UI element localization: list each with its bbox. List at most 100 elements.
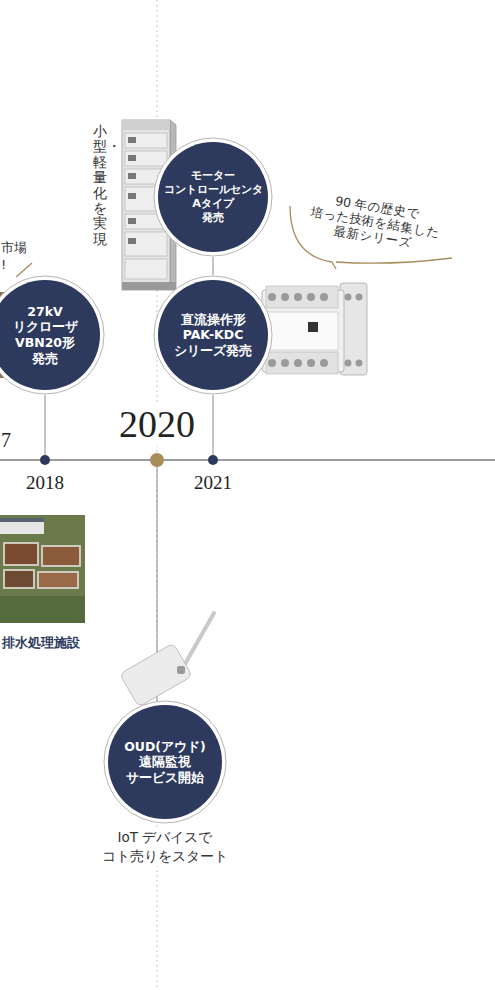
text-line: 排水処理施設 — [2, 634, 80, 652]
timeline-label: 小型・軽量化を実現 — [93, 124, 107, 247]
facility-photo-part — [0, 515, 85, 623]
contactor-photo-part — [281, 359, 289, 367]
accent-slash — [16, 263, 32, 277]
contactor-photo-part — [308, 322, 318, 332]
circle-fill — [158, 142, 268, 252]
circle-ring — [104, 701, 226, 823]
text-line: PAK-KDC — [174, 327, 252, 343]
device-photo-part — [120, 643, 193, 707]
text-line: OUD(アウド) — [124, 739, 206, 755]
contactor-photo-part — [268, 293, 276, 301]
circle-ring — [154, 138, 272, 256]
leader-line — [213, 395, 214, 460]
timeline-dot — [40, 455, 50, 465]
text-line: サービス開始 — [124, 770, 206, 786]
timeline-label: 7 — [1, 429, 11, 452]
contactor-photo-part — [356, 360, 363, 367]
leader-line — [45, 395, 46, 460]
text-line: リクローザ — [13, 319, 78, 335]
milestone-text: 27kV リクローザ VBN20形 発売 — [13, 304, 78, 367]
milestone-text: 直流操作形 PAK-KDC シリーズ発売 — [174, 312, 252, 359]
cabinet-photo-part — [128, 238, 136, 244]
contactor-photo-part — [356, 294, 363, 301]
facility-photo-part — [38, 572, 78, 588]
text-line: 発売 — [164, 211, 263, 225]
facility-photo-part — [0, 518, 44, 534]
contactor-photo-part — [266, 312, 338, 350]
circle-fill — [0, 280, 100, 390]
milestone-text: OUD(アウド) 遠隔監視 サービス開始 — [124, 739, 206, 786]
circle-fill — [158, 280, 268, 390]
timeline-label: 2021 — [194, 472, 232, 494]
facility-photo-part — [0, 596, 85, 623]
cabinet-photo-part — [128, 193, 136, 199]
text-line: コト売りをスタート — [102, 847, 228, 866]
text-line: 遠隔監視 — [124, 754, 206, 770]
text-line: IoT デバイスで — [102, 828, 228, 847]
text-line: 直流操作形 — [174, 312, 252, 328]
timeline-label: 90 年の歴史で 培った技術を結集した 最新シリーズ — [307, 190, 442, 255]
text-line: コントロールセンタ — [164, 183, 263, 197]
contactor-photo — [262, 283, 367, 375]
text-line: 27kV — [13, 304, 78, 320]
timeline-dot — [208, 455, 218, 465]
contactor-photo-part — [345, 294, 352, 301]
contactor-photo-part — [294, 359, 302, 367]
text-line: Aタイプ — [164, 197, 263, 211]
contactor-photo-part — [320, 359, 328, 367]
timeline-label: 排水処理施設 — [2, 634, 80, 652]
contactor-photo-part — [268, 359, 276, 367]
device-photo-part — [181, 613, 214, 671]
text-line: VBN20形 — [13, 335, 78, 351]
cabinet-photo-part — [128, 155, 136, 161]
milestone-circle: 直流操作形 PAK-KDC シリーズ発売 — [153, 275, 273, 395]
cabinet-photo-part — [125, 232, 167, 256]
circle-ring — [154, 276, 272, 394]
timeline-label: 2018 — [26, 472, 64, 494]
cabinet-photo-part — [125, 133, 167, 148]
facility-photo-part — [4, 570, 34, 588]
milestone-circle: OUD(アウド) 遠隔監視 サービス開始 — [103, 700, 227, 824]
cabinet-photo-part — [122, 120, 170, 130]
contactor-photo-part — [266, 352, 338, 374]
text-line: 発売 — [13, 351, 78, 367]
text-line: 市場 — [1, 240, 27, 257]
timeline-label: 2020 — [115, 402, 199, 446]
timeline-dot — [150, 453, 164, 467]
text-line: 2020 — [119, 402, 195, 446]
contactor-photo-part — [266, 286, 338, 308]
cabinet-photo-part — [122, 282, 176, 290]
facility-photo-part — [42, 546, 80, 566]
timeline-axis — [0, 459, 495, 460]
milestone-circle: 27kV リクローザ VBN20形 発売 — [0, 275, 105, 395]
contactor-photo-part — [345, 360, 352, 367]
text-line: 7 — [1, 429, 11, 452]
facility-photo — [0, 515, 85, 623]
cabinet-photo-part — [125, 259, 167, 279]
timeline-label: 市場 ! — [1, 240, 27, 274]
text-line: 2021 — [194, 472, 232, 494]
cabinet-photo-part — [128, 218, 136, 224]
circle-fill — [108, 705, 222, 819]
text-line: 2018 — [26, 472, 64, 494]
milestone-circle: モーター コントロールセンタ Aタイプ 発売 — [153, 137, 273, 257]
cabinet-photo-part — [128, 137, 136, 143]
connector-line — [213, 257, 214, 275]
text-line: シリーズ発売 — [174, 343, 252, 359]
cabinet-photo-part — [128, 173, 136, 179]
contactor-photo-part — [294, 293, 302, 301]
contactor-photo-part — [307, 293, 315, 301]
device-photo-part — [177, 666, 185, 674]
contactor-photo-part — [281, 293, 289, 301]
text-line: モーター — [164, 169, 263, 183]
milestone-text: モーター コントロールセンタ Aタイプ 発売 — [164, 169, 263, 225]
contactor-photo-part — [320, 293, 328, 301]
text-line: ! — [1, 257, 27, 274]
facility-photo-part — [0, 518, 44, 522]
facility-photo-part — [4, 543, 38, 565]
device-photo — [120, 613, 214, 707]
contactor-photo-part — [307, 359, 315, 367]
cabinet-photo-part — [125, 151, 167, 166]
